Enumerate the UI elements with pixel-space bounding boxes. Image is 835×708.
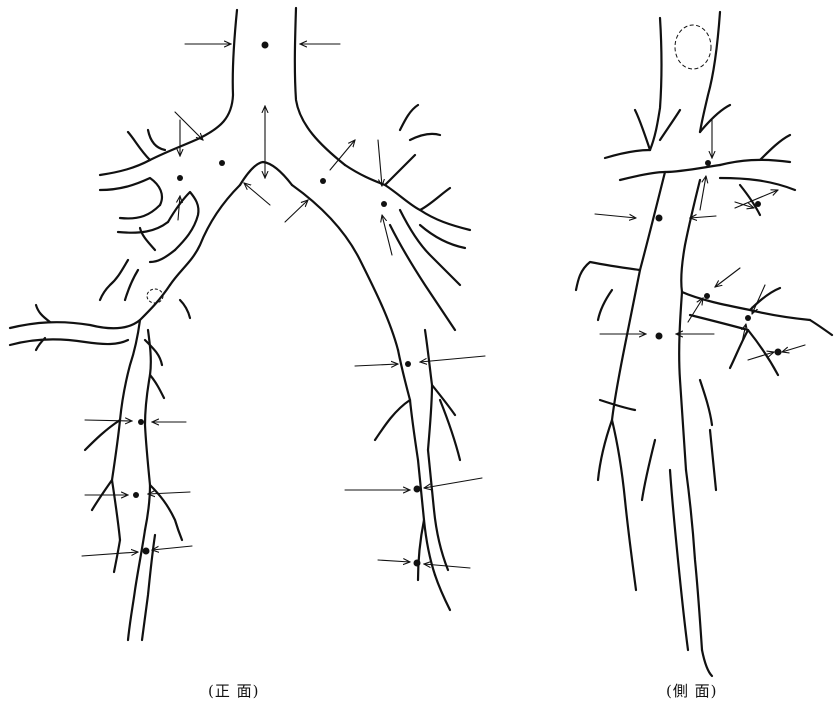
- front-view: [10, 8, 485, 640]
- side-view: [576, 12, 832, 676]
- side-main-trunk: [576, 172, 832, 676]
- carina: [240, 162, 292, 185]
- front-dots: [133, 42, 421, 567]
- side-trachea: [650, 12, 720, 150]
- right-lower-branches: [10, 260, 190, 640]
- side-upper-branches: [605, 105, 795, 215]
- front-view-caption: (正 面): [208, 680, 259, 701]
- trachea: [200, 8, 345, 165]
- side-dots: [656, 160, 782, 356]
- side-arrows: [595, 120, 805, 360]
- right-main-bronchus: [100, 130, 240, 285]
- dashed-ring: [675, 25, 711, 69]
- side-view-caption: (側 面): [666, 680, 717, 701]
- front-arrows: [82, 44, 485, 568]
